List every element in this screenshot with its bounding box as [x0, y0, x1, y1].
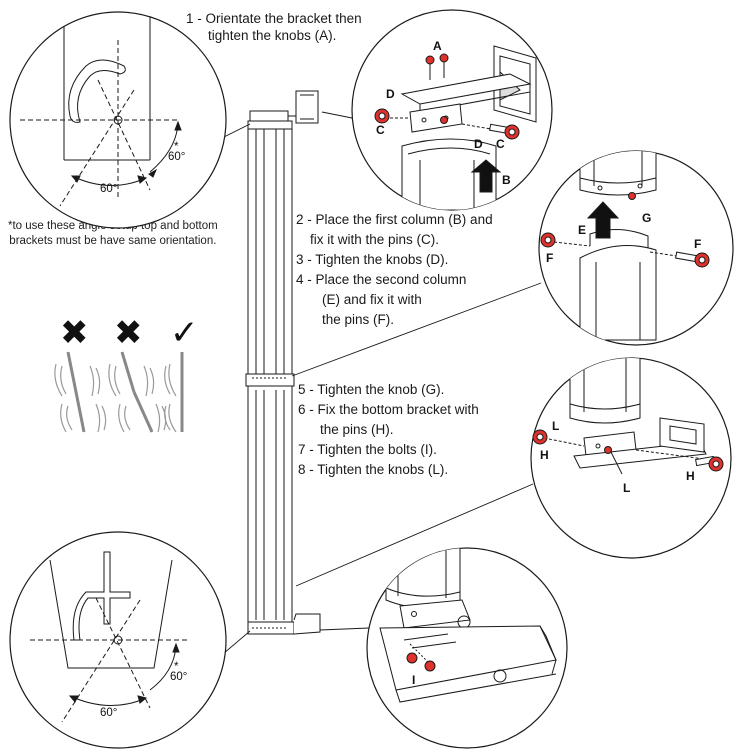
bottom-bracket-detail: L H L H: [530, 357, 732, 559]
step-6-line-1: 6 - Fix the bottom bracket with: [298, 402, 479, 417]
step-3: 3 - Tighten the knobs (D).: [296, 252, 449, 267]
main-column: [245, 90, 321, 635]
label-l-top: L: [552, 419, 559, 433]
label-f-right: F: [694, 237, 701, 251]
step-8: 8 - Tighten the knobs (L).: [298, 462, 449, 477]
wrong-mark-2: ✖: [114, 313, 143, 353]
step-7: 7 - Tighten the bolts (I).: [298, 442, 437, 457]
top-angle-60-bottom: 60°: [100, 183, 117, 195]
step-4-line-3: the pins (F).: [322, 312, 395, 327]
pin-f-left: [540, 232, 556, 248]
wrong-mark-1: ✖: [60, 313, 89, 353]
step-1: 1 - Orientate the bracket then tighten t…: [186, 10, 362, 44]
label-b: B: [502, 173, 511, 187]
step-5: 5 - Tighten the knob (G).: [298, 382, 445, 397]
bottom-angle-60-bottom: 60°: [100, 707, 117, 719]
label-h-right: H: [686, 469, 695, 483]
step-6-line-2: the pins (H).: [320, 422, 394, 437]
bolt-i: [406, 652, 436, 672]
pin-c-right: [489, 123, 520, 140]
top-angle-60-right: 60°: [168, 151, 185, 163]
label-d-top: D: [386, 87, 395, 101]
bolts-detail: I: [366, 547, 568, 749]
bottom-angle-star: *: [174, 661, 179, 673]
angle-note-line-2: brackets must be have same orientation.: [9, 235, 217, 247]
label-h-left: H: [540, 448, 549, 462]
step-2-line-2: fix it with the pins (C).: [310, 232, 440, 247]
check-mark: ✓: [170, 313, 199, 353]
step-1-line-1: 1 - Orientate the bracket then: [186, 11, 362, 26]
pin-h-right: [695, 455, 724, 472]
label-g: G: [642, 211, 651, 225]
label-i: I: [412, 673, 415, 687]
label-d-right: D: [474, 137, 483, 151]
column-joint-detail: E G F F: [538, 150, 734, 346]
label-e: E: [578, 223, 586, 237]
step-2-line-1: 2 - Place the first column (B) and: [296, 212, 493, 227]
orientation-examples: [54, 351, 184, 433]
step-1-line-2: tighten the knobs (A).: [208, 28, 337, 43]
top-angle-detail: 60° * 60°: [9, 11, 227, 229]
label-a: A: [433, 39, 442, 53]
steps-2-4: 2 - Place the first column (B) and fix i…: [296, 210, 493, 330]
knob-g: [628, 192, 636, 200]
knob-l: [604, 446, 612, 454]
step-4-line-2: (E) and fix it with: [322, 292, 422, 307]
bottom-angle-60-right: 60°: [170, 671, 187, 683]
label-c-right: C: [496, 137, 505, 151]
knob-d: [440, 116, 448, 124]
label-l-bottom: L: [623, 481, 630, 495]
label-c-left: C: [376, 123, 385, 137]
knob-a: [425, 53, 449, 80]
pin-h-left: [532, 429, 548, 445]
step-4-line-1: 4 - Place the second column: [296, 272, 467, 287]
top-bracket-detail: A D C D C B: [351, 9, 553, 211]
top-angle-star: *: [174, 141, 179, 153]
label-f-left: F: [546, 251, 553, 265]
bottom-angle-detail: 60° * 60°: [9, 531, 227, 749]
steps-5-8: 5 - Tighten the knob (G). 6 - Fix the bo…: [298, 380, 479, 480]
pin-c-left: [374, 108, 390, 124]
pin-f-right: [675, 251, 710, 268]
